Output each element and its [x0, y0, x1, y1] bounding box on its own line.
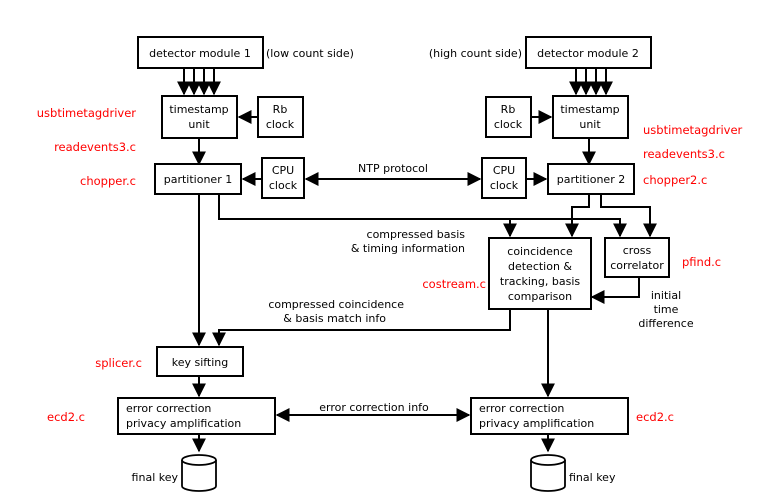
final-key-left-label: final key [132, 471, 179, 484]
final-key-left-database-icon [181, 454, 217, 492]
rb-clock-2-box: Rb clock [485, 96, 532, 138]
timestamp-unit-1-box: timestamp unit [161, 95, 238, 139]
cross-correlator-line1: cross [623, 244, 652, 257]
compressed-basis-line2: & timing information [351, 242, 465, 255]
key-sifting-box: key sifting [156, 346, 244, 377]
cross-correlator-box: cross correlator [604, 237, 670, 278]
timestamp-unit-2-line1: timestamp [560, 103, 619, 116]
connectors [177, 68, 657, 453]
program-chopper: chopper.c [80, 174, 136, 188]
error-correction-2-line1: error correction [479, 402, 564, 415]
detector-module-1-label: detector module 1 [149, 47, 251, 60]
partitioner-2-label: partitioner 2 [557, 173, 625, 186]
coincidence-line3: tracking, basis [500, 275, 581, 288]
key-sifting-label: key sifting [172, 356, 229, 369]
program-costream: costream.c [422, 277, 486, 291]
rb-clock-2-line2: clock [494, 118, 523, 131]
final-key-right-database-icon [530, 454, 566, 492]
partitioner-1-box: partitioner 1 [154, 163, 242, 195]
cpu-clock-1-line2: clock [269, 179, 298, 192]
program-readevents3-right: readevents3.c [643, 147, 725, 161]
program-readevents3-left: readevents3.c [54, 140, 136, 154]
cross-correlator-line2: correlator [610, 259, 664, 272]
initial-time-line3: difference [638, 317, 693, 330]
coincidence-line2: detection & [508, 260, 572, 273]
detector-module-2-label: detector module 2 [537, 47, 639, 60]
partitioner-2-box: partitioner 2 [547, 163, 635, 195]
compressed-coincidence-line1: compressed coincidence [268, 298, 404, 311]
compressed-coincidence-line2: & basis match info [283, 312, 386, 325]
error-correction-1-line1: error correction [126, 402, 211, 415]
final-key-right-label: final key [569, 471, 616, 484]
program-usbtimetagdriver-right: usbtimetagdriver [643, 123, 743, 137]
error-correction-1-box: error correction privacy amplification [117, 397, 276, 435]
coincidence-line4: comparison [508, 290, 572, 303]
cpu-clock-2-line1: CPU [493, 164, 515, 177]
coincidence-detection-box: coincidence detection & tracking, basis … [488, 237, 592, 310]
cpu-clock-1-box: CPU clock [261, 157, 305, 199]
initial-time-line1: initial [651, 289, 681, 302]
error-correction-info-label: error correction info [319, 401, 429, 414]
ntp-protocol-label: NTP protocol [358, 162, 428, 175]
program-usbtimetagdriver-left: usbtimetagdriver [37, 106, 137, 120]
rb-clock-2-line1: Rb [501, 103, 516, 116]
cpu-clock-1-line1: CPU [272, 164, 294, 177]
compressed-basis-line1: compressed basis [367, 228, 466, 241]
detector-module-1-box: detector module 1 [137, 36, 264, 69]
cpu-clock-2-box: CPU clock [481, 157, 527, 199]
high-count-side-label: (high count side) [429, 47, 522, 60]
error-correction-2-box: error correction privacy amplification [470, 397, 629, 435]
coincidence-line1: coincidence [507, 245, 573, 258]
timestamp-unit-1-line2: unit [188, 118, 210, 131]
rb-clock-1-line1: Rb [273, 103, 288, 116]
rb-clock-1-line2: clock [266, 118, 295, 131]
timestamp-unit-2-box: timestamp unit [552, 95, 629, 139]
cpu-clock-2-line2: clock [490, 179, 519, 192]
detector-module-2-box: detector module 2 [525, 36, 652, 69]
timestamp-unit-2-line2: unit [579, 118, 601, 131]
program-splicer: splicer.c [95, 356, 142, 370]
program-chopper2: chopper2.c [643, 173, 707, 187]
error-correction-2-line2: privacy amplification [479, 417, 594, 430]
error-correction-1-line2: privacy amplification [126, 417, 241, 430]
partitioner-1-label: partitioner 1 [164, 173, 232, 186]
program-ecd2-right: ecd2.c [636, 410, 674, 424]
program-pfind: pfind.c [682, 255, 721, 269]
low-count-side-label: (low count side) [266, 47, 354, 60]
rb-clock-1-box: Rb clock [257, 96, 304, 138]
initial-time-line2: time [654, 303, 679, 316]
program-ecd2-left: ecd2.c [47, 410, 85, 424]
timestamp-unit-1-line1: timestamp [169, 103, 228, 116]
